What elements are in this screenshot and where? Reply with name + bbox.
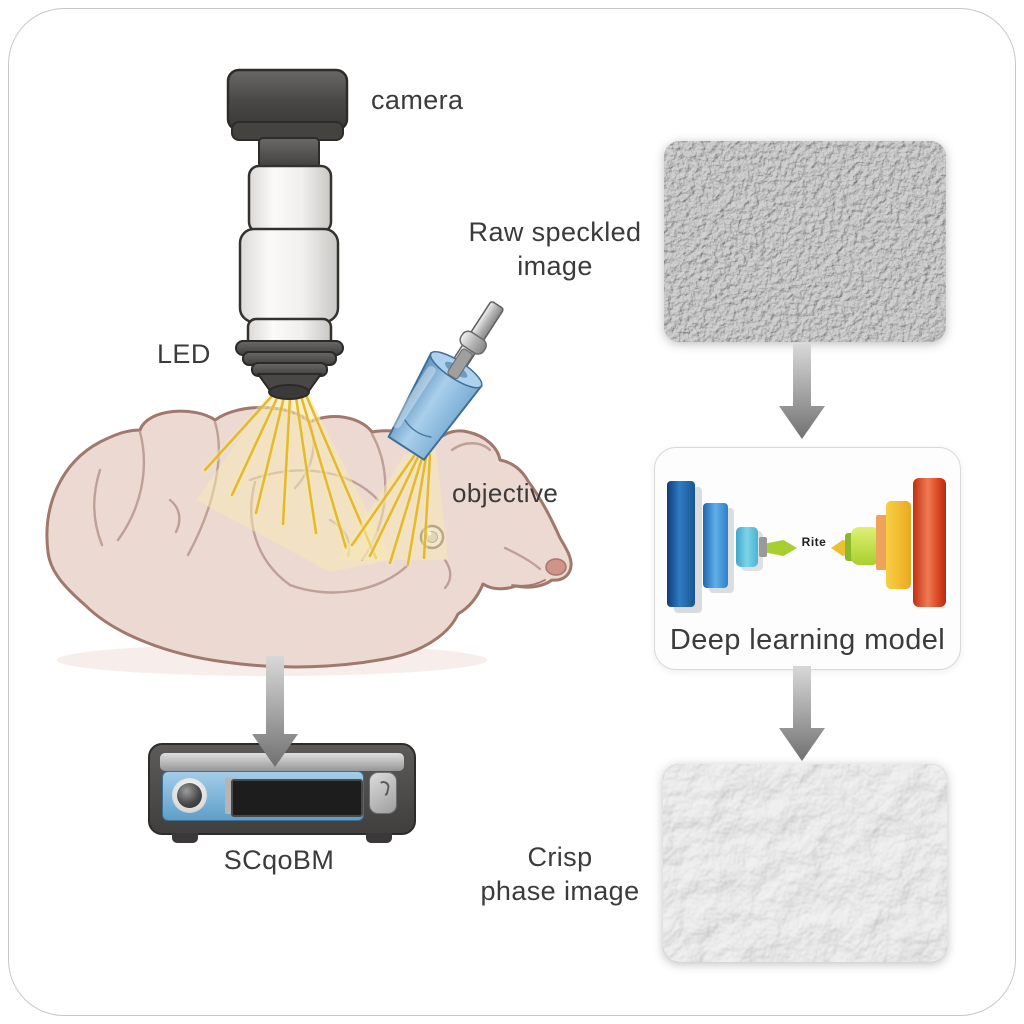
raw-speckled-label: Raw speckled image [420, 216, 690, 284]
speckle-texture [664, 141, 946, 342]
device-top-band [160, 753, 404, 771]
mouse-mouth [511, 579, 546, 587]
device-blue-panel [162, 771, 364, 821]
raw-speckled-label-line2: image [517, 250, 593, 281]
decoder-bar-small [851, 527, 880, 565]
camera-label: camera [371, 85, 464, 115]
encoder-arrow-icon [767, 540, 797, 556]
model-center-text: Rite [801, 535, 827, 549]
encoder-bar-medium [703, 503, 728, 588]
device-foot-right [366, 833, 392, 843]
down-arrow-icon [779, 666, 825, 761]
device-side-button-mark [375, 779, 391, 799]
device-side-button [369, 772, 397, 814]
device-foot-left [172, 833, 198, 843]
down-arrow-icon [779, 344, 825, 439]
deep-learning-model-label: Deep learning model [669, 624, 946, 656]
camera-neck [258, 137, 320, 169]
crisp-phase-image [663, 764, 947, 962]
objective-label: objective [452, 478, 559, 508]
crisp-phase-label: Crisp phase image [440, 841, 680, 909]
encoder-bar-large [667, 481, 695, 607]
cell-texture [663, 764, 947, 962]
microscope-assembly [226, 68, 349, 400]
device-knob-ball [177, 783, 202, 808]
led-label: LED [157, 339, 211, 369]
microscopy-scene [45, 68, 573, 676]
deep-learning-model-card: Rite Deep learning model [654, 447, 961, 670]
crisp-phase-label-line1: Crisp [527, 842, 593, 872]
scqobm-device [148, 743, 416, 843]
device-screen [231, 779, 363, 817]
encoder-connector [759, 537, 767, 557]
down-arrow-icon [252, 656, 298, 767]
raw-speckled-image [664, 141, 946, 342]
raw-speckled-label-line1: Raw speckled [468, 217, 642, 247]
objective-probe [387, 301, 504, 462]
mouse-nose [545, 558, 567, 576]
device-label: SCqoBM [223, 845, 335, 875]
decoder-bar-medium [886, 501, 911, 589]
device-knob [172, 778, 207, 813]
encoder-bar-small [736, 527, 758, 567]
lens-tube-main [238, 227, 340, 324]
probe-collar [459, 330, 487, 355]
decoder-bar-large [913, 478, 946, 607]
objective-light-rays [338, 448, 448, 567]
lens-tube-upper [247, 164, 333, 234]
led-lens-mount [235, 340, 344, 400]
crisp-phase-label-line2: phase image [480, 875, 640, 906]
decoder-bar-slab [876, 515, 888, 570]
